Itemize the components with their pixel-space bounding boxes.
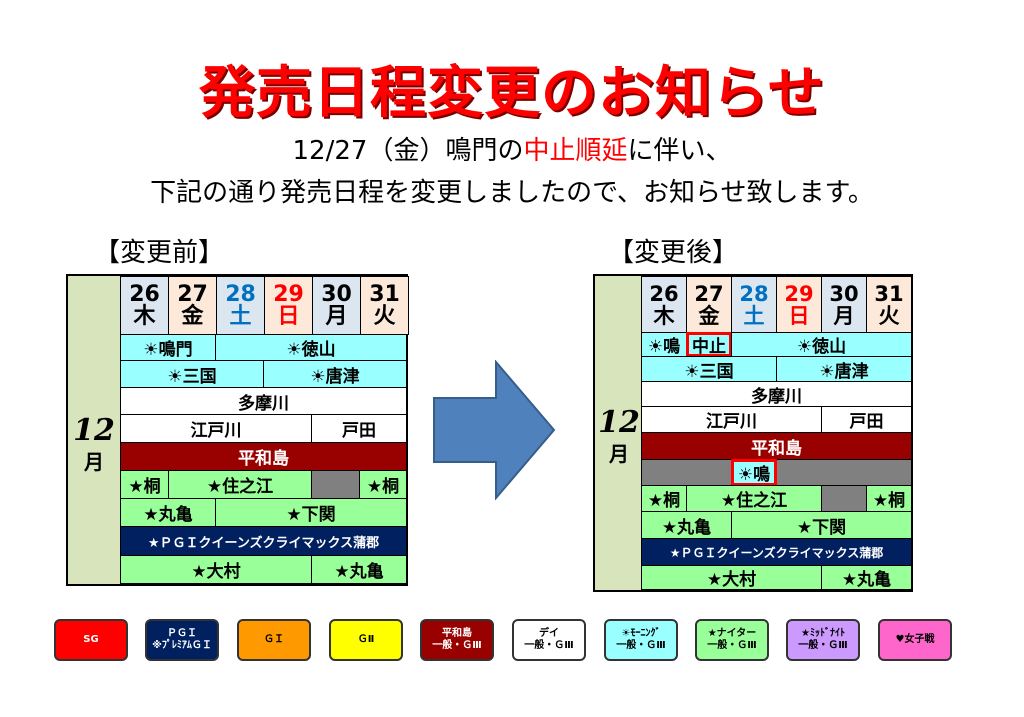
race-heiwajima: 平和島 [120,442,407,471]
race-naruto: ☀鳴 [641,332,687,357]
race-edogawa: 江戸川 [641,406,822,433]
before-label: 【変更前】 [94,238,225,268]
race-kiryu-1: ★桐 [641,485,687,512]
race-shimonoseki: ★下関 [215,498,407,527]
no-race-block [311,470,360,499]
race-marugame-2: ★丸亀 [821,565,912,590]
race-gamagori-pg1: ★ＰＧＩクイーンズクライマックス蒲郡 [120,526,407,556]
legend-item: ★ﾐｯﾄﾞﾅｲﾄ一般・ＧⅢ [786,619,860,661]
page-title: 発売日程変更のお知らせ [199,61,825,126]
race-shimonoseki: ★下関 [731,511,912,539]
race-edogawa: 江戸川 [120,414,312,443]
race-tokuyama: ☀徳山 [215,334,407,361]
legend-item: ♥女子戦 [878,619,952,661]
legend-item: 平和島一般・ＧⅢ [420,619,494,661]
notice-line-1: 12/27（金）鳴門の中止順延に伴い、 [292,136,732,166]
race-toda: 戸田 [311,414,407,443]
legend-item: デイ一般・ＧⅢ [512,619,586,661]
rescheduled-naruto: ☀鳴 [731,459,777,486]
race-omura: ★大村 [120,555,312,584]
cancel-postpone-text: 中止順延 [523,136,628,166]
race-kiryu-2: ★桐 [359,470,407,499]
race-karatsu: ☀唐津 [263,360,407,388]
legend-item: ☀ﾓｰﾆﾝｸﾞ一般・ＧⅢ [604,619,678,661]
race-kiryu-1: ★桐 [120,470,169,499]
race-kiryu-2: ★桐 [866,485,912,512]
race-naruto: ☀鳴門 [120,334,216,361]
legend-item: ＰＧＩ※ﾌﾟﾚﾐｱﾑＧＩ [145,619,219,661]
race-marugame: ★丸亀 [641,511,732,539]
legend-item: ★ナイター一般・ＧⅢ [695,619,769,661]
legend-item: ＧＩ [237,619,311,661]
cancelled-badge: 中止 [686,332,732,357]
race-heiwajima: 平和島 [641,432,912,460]
race-omura: ★大村 [641,565,822,590]
race-karatsu: ☀唐津 [776,356,912,382]
race-marugame-2: ★丸亀 [311,555,407,584]
race-tamagawa: 多摩川 [641,381,912,407]
after-label: 【変更後】 [608,238,739,268]
race-tamagawa: 多摩川 [120,387,407,415]
legend-item: ＧⅡ [329,619,403,661]
race-tokuyama: ☀徳山 [731,332,912,357]
legend-item: SG [54,619,128,661]
race-toda: 戸田 [821,406,912,433]
race-mikuni: ☀三国 [641,356,777,382]
no-race-block [821,485,867,512]
race-mikuni: ☀三国 [120,360,264,388]
race-suminoe: ★住之江 [686,485,822,512]
race-marugame: ★丸亀 [120,498,216,527]
notice-line-2: 下記の通り発売日程を変更しましたので、お知らせ致します。 [150,178,874,208]
race-gamagori-pg1: ★ＰＧＩクイーンズクライマックス蒲郡 [641,538,912,566]
race-suminoe: ★住之江 [168,470,312,499]
arrow-right-icon [433,360,556,500]
